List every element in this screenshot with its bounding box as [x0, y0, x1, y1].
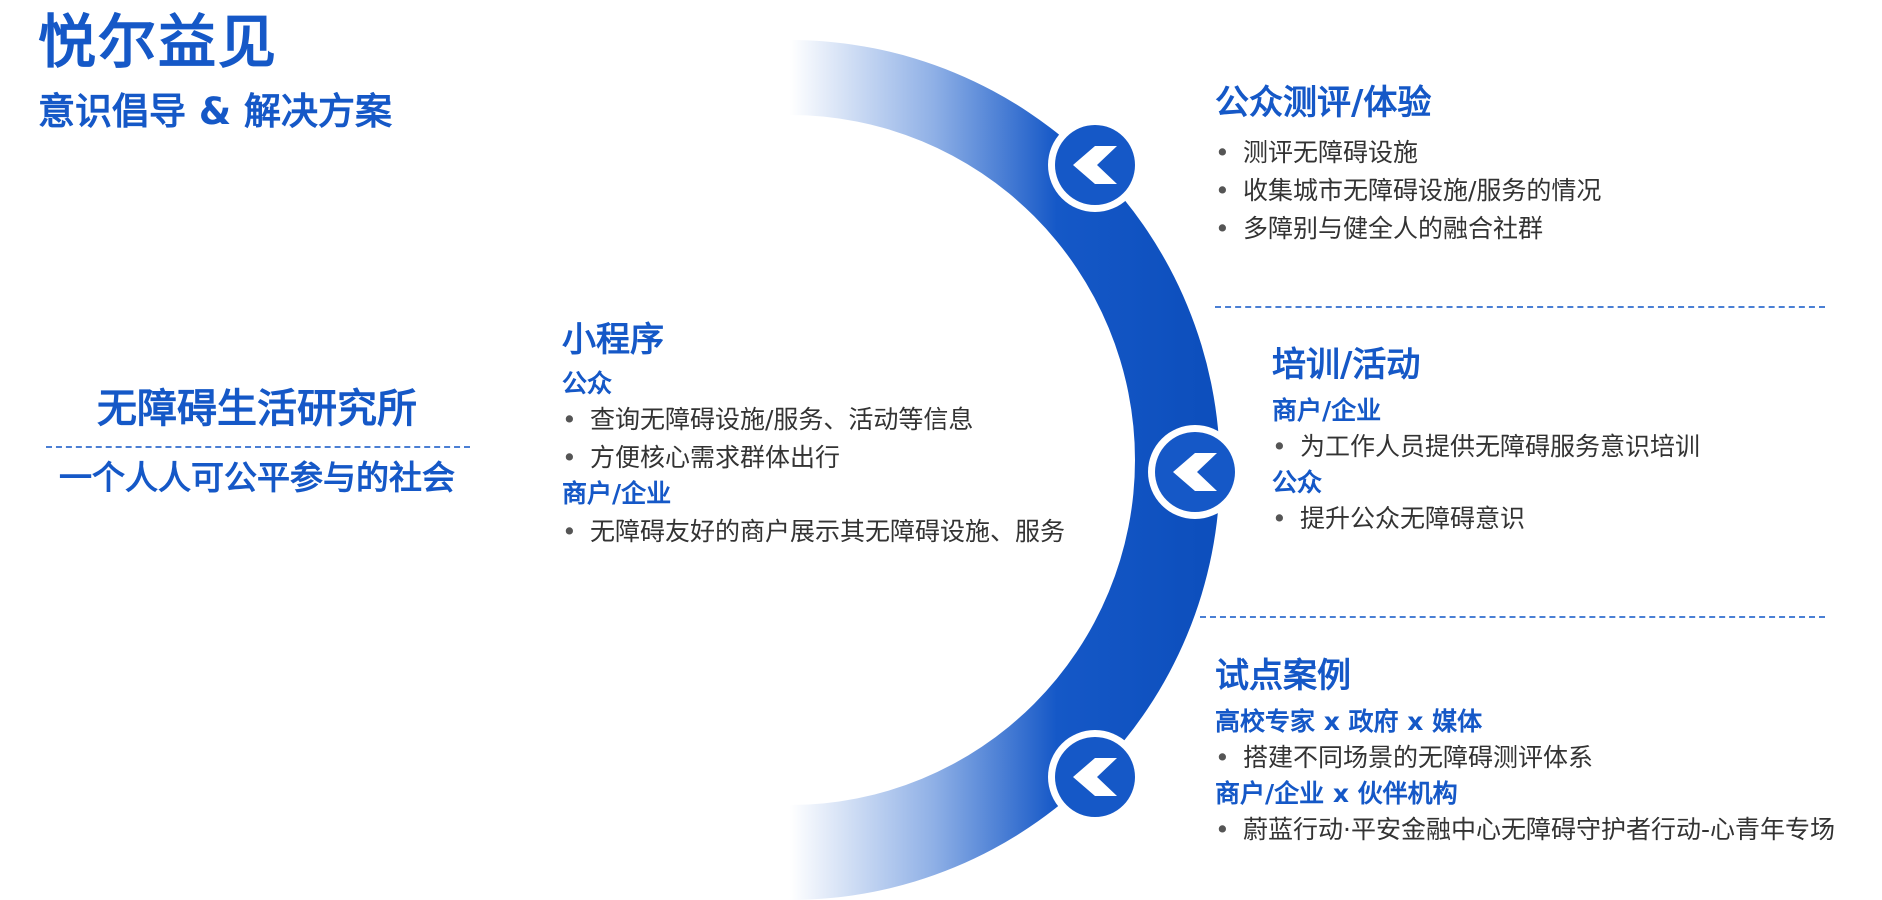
list-item: 提升公众无障碍意识 [1272, 504, 1700, 534]
chevron-left-icon [1073, 146, 1117, 184]
evaluation-title: 公众测评/体验 [1215, 83, 1432, 123]
arc-band [790, 40, 1220, 900]
list-item: 测评无障碍设施 [1215, 138, 1601, 168]
group-label: 商户/企业 x 伙伴机构 [1215, 778, 1458, 808]
chevron-left-icon [1173, 453, 1217, 491]
list-item: 方便核心需求群体出行 [562, 443, 1065, 473]
chevron-left-icon [1073, 758, 1117, 796]
mini-program-title: 小程序 [562, 320, 664, 360]
mini-program-section: 小程序 公众 查询无障碍设施/服务、活动等信息 方便核心需求群体出行 商户/企业… [562, 320, 1065, 547]
list-item: 为工作人员提供无障碍服务意识培训 [1272, 432, 1700, 462]
group-label: 商户/企业 [562, 478, 672, 508]
list-item: 查询无障碍设施/服务、活动等信息 [562, 405, 1065, 435]
organization-name: 无障碍生活研究所 [97, 386, 417, 432]
training-title: 培训/活动 [1272, 345, 1421, 385]
group-label: 公众 [1272, 467, 1323, 497]
group-label: 商户/企业 [1272, 395, 1382, 425]
arc-node-pilot [1048, 730, 1142, 824]
list-item: 搭建不同场景的无障碍测评体系 [1215, 743, 1835, 773]
section-divider [1200, 616, 1825, 618]
group-label: 公众 [562, 368, 613, 398]
section-divider [1215, 306, 1825, 308]
list-item: 无障碍友好的商户展示其无障碍设施、服务 [562, 517, 1065, 547]
brand-title: 悦尔益见 [38, 8, 279, 76]
list-item: 多障别与健全人的融合社群 [1215, 214, 1601, 244]
pilot-section: 试点案例 高校专家 x 政府 x 媒体 搭建不同场景的无障碍测评体系 商户/企业… [1215, 656, 1835, 845]
arc-node-evaluation [1048, 118, 1142, 212]
group-label: 高校专家 x 政府 x 媒体 [1215, 706, 1483, 736]
pilot-title: 试点案例 [1215, 656, 1351, 696]
brand-subtitle: 意识倡导 & 解决方案 [38, 90, 393, 133]
training-section: 培训/活动 商户/企业 为工作人员提供无障碍服务意识培训 公众 提升公众无障碍意… [1272, 345, 1700, 534]
organization-slogan: 一个人人可公平参与的社会 [59, 458, 455, 497]
evaluation-section: 公众测评/体验 测评无障碍设施 收集城市无障碍设施/服务的情况 多障别与健全人的… [1215, 83, 1601, 244]
list-item: 收集城市无障碍设施/服务的情况 [1215, 176, 1601, 206]
organization-divider [46, 446, 470, 448]
arc-node-training [1148, 425, 1242, 519]
list-item: 蔚蓝行动·平安金融中心无障碍守护者行动-心青年专场 [1215, 815, 1835, 845]
